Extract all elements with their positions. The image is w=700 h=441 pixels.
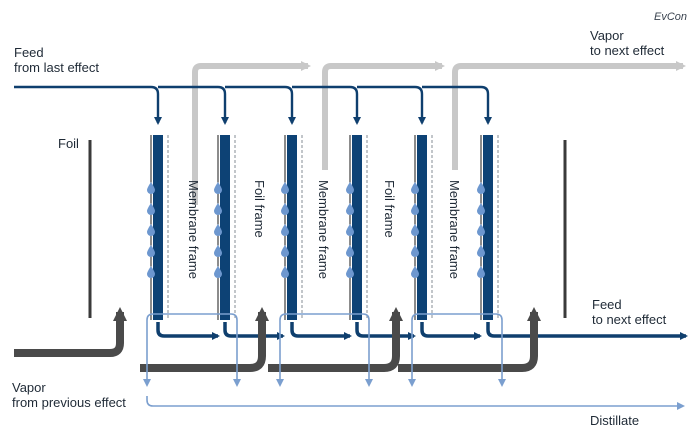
condensate-droplet (281, 266, 289, 278)
feed-in-label-line1: Feed (14, 45, 44, 60)
condensate-droplet (477, 182, 485, 194)
plate-bar (153, 135, 163, 320)
condensate-droplet (411, 245, 419, 257)
condensate-droplet (477, 245, 485, 257)
condensate-droplet (214, 182, 222, 194)
vapor-in-flow (14, 307, 541, 372)
plate-bar (287, 135, 297, 320)
vapor-in-label-line1: Vapor (12, 380, 46, 395)
vapor-out-label: Vapor to next effect (590, 28, 664, 58)
frame-label-3: Membrane frame (316, 180, 331, 279)
condensate-droplet (281, 245, 289, 257)
condensate-droplet (477, 203, 485, 215)
feed-out-flow (156, 322, 688, 340)
condensate-droplet (147, 245, 155, 257)
frame-label-2: Foil frame (252, 180, 267, 238)
condensate-droplet (411, 266, 419, 278)
condensate-droplet (147, 203, 155, 215)
vapor-in-label: Vapor from previous effect (12, 380, 126, 410)
vapor-out-label-line1: Vapor (590, 28, 624, 43)
membrane-plate (147, 135, 169, 320)
frame-label-1: Membrane frame (186, 180, 201, 279)
membrane-plate (281, 135, 303, 320)
distillate-flow (143, 313, 685, 410)
condensate-droplet (281, 203, 289, 215)
plate-bar (417, 135, 427, 320)
membrane-plates (147, 135, 499, 320)
condensate-droplet (346, 182, 354, 194)
condensate-droplet (281, 182, 289, 194)
condensate-droplet (477, 266, 485, 278)
condensate-droplet (411, 203, 419, 215)
feed-out-label-line1: Feed (592, 297, 622, 312)
membrane-plate (346, 135, 368, 320)
condensate-droplet (214, 203, 222, 215)
feed-out-label-line2: to next effect (592, 312, 667, 327)
condensate-droplet (346, 203, 354, 215)
condensate-droplet (147, 224, 155, 236)
condensate-droplet (411, 182, 419, 194)
condensate-droplet (346, 224, 354, 236)
feed-out-label: Feed to next effect (592, 297, 666, 327)
membrane-plate (411, 135, 433, 320)
condensate-droplet (346, 245, 354, 257)
feed-in-flow (14, 85, 492, 125)
plate-bar (352, 135, 362, 320)
membrane-plate (477, 135, 499, 320)
condensate-droplet (281, 224, 289, 236)
vapor-out-label-line2: to next effect (590, 43, 665, 58)
vapor-in-label-line2: from previous effect (12, 395, 126, 410)
frame-label-5: Membrane frame (447, 180, 462, 279)
feed-in-label-line2: from last effect (14, 60, 100, 75)
plate-bar (483, 135, 493, 320)
frame-label-4: Foil frame (382, 180, 397, 238)
vapor-out-flow (192, 61, 686, 205)
distillate-label: Distillate (590, 413, 640, 428)
condensate-droplet (147, 182, 155, 194)
brand-label: EvCon (654, 11, 688, 23)
condensate-droplet (411, 224, 419, 236)
condensate-droplet (214, 224, 222, 236)
foil-label: Foil (58, 136, 79, 151)
foil-plates (88, 140, 567, 318)
membrane-plate (214, 135, 236, 320)
condensate-droplet (147, 266, 155, 278)
plate-bar (220, 135, 230, 320)
condensate-droplet (214, 266, 222, 278)
condensate-droplet (477, 224, 485, 236)
condensate-droplet (346, 266, 354, 278)
feed-in-label: Feed from last effect (14, 45, 99, 75)
condensate-droplet (214, 245, 222, 257)
